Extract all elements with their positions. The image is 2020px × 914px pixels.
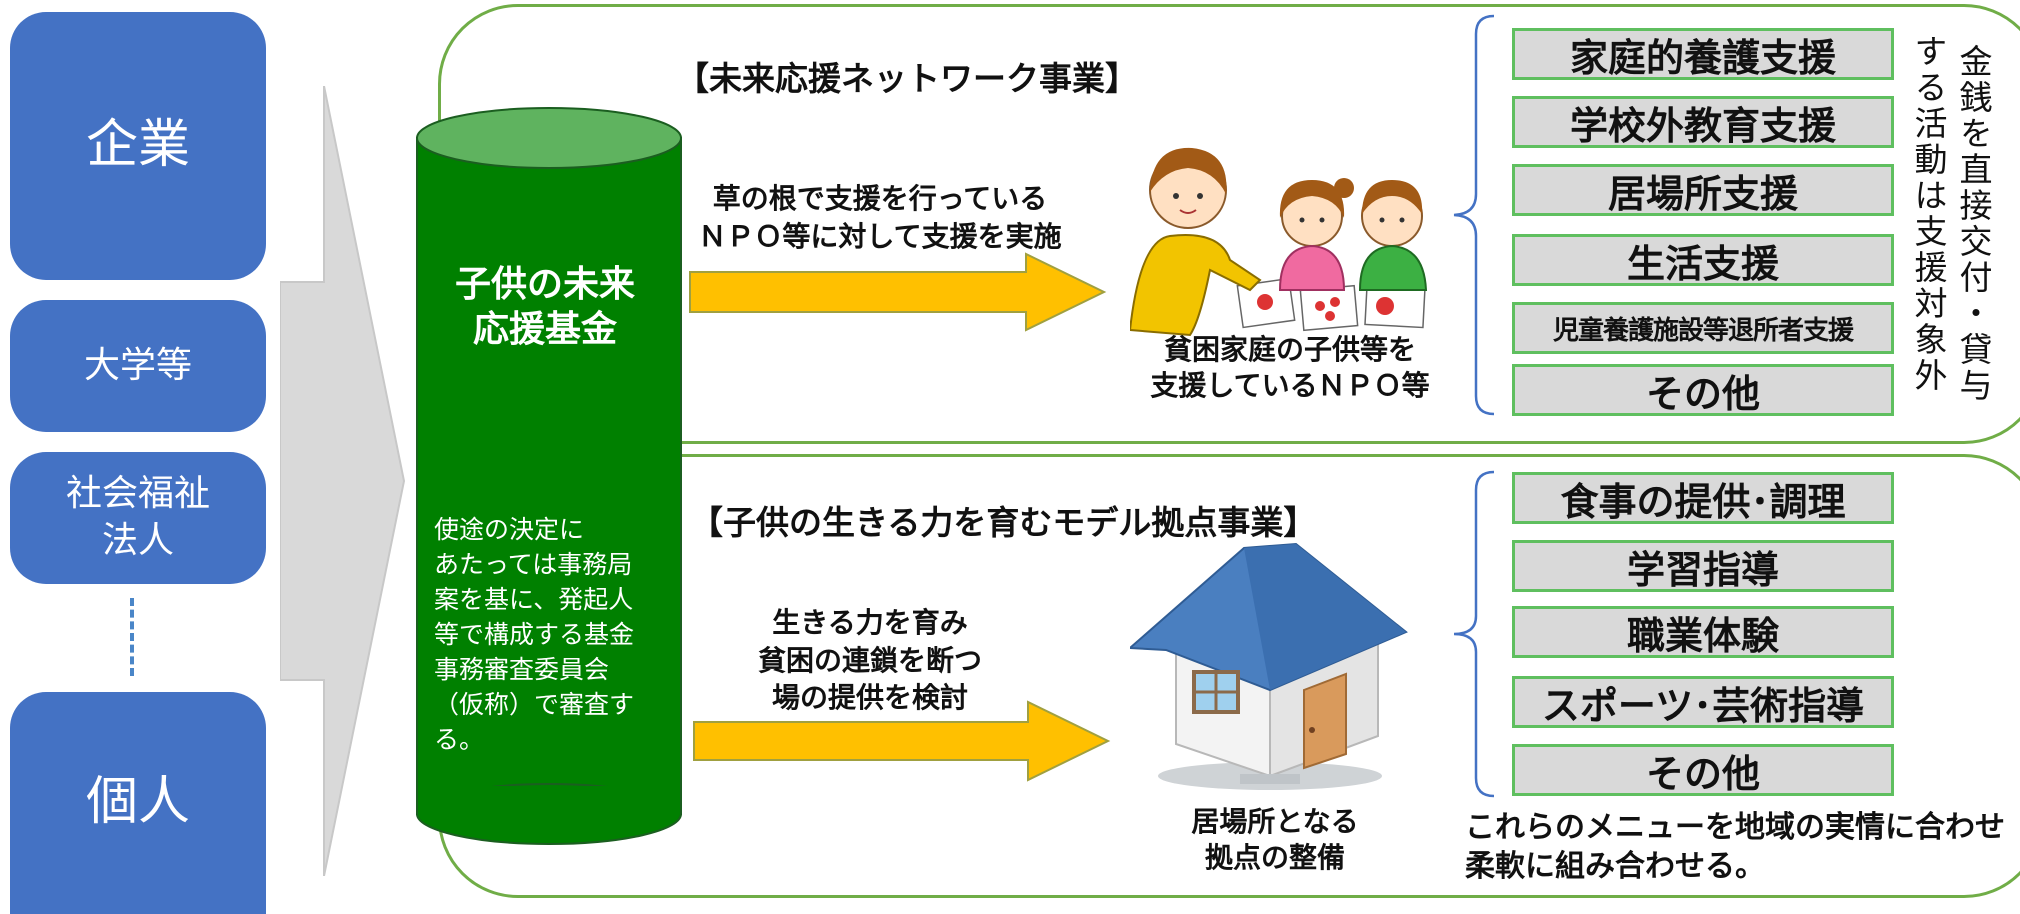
donor-individual: 個人	[10, 692, 266, 914]
fund-title: 子供の未来 応援基金	[454, 264, 635, 350]
model-title: 【子供の生きる力を育むモデル拠点事業】	[690, 503, 1317, 542]
model-caption: 居場所となる 拠点の整備	[1191, 805, 1359, 875]
network-arrow-text: 草の根で支援を行っている ＮＰＯ等に対して支援を実施	[698, 182, 1062, 253]
donor-university: 大学等	[10, 300, 266, 432]
model-menu-item: スポーツ･芸術指導	[1512, 676, 1894, 728]
network-caption: 貧困家庭の子供等を 支援しているＮＰＯ等	[1150, 333, 1430, 403]
donor-company: 企業	[10, 12, 266, 280]
donor-social-welfare: 社会福祉 法人	[10, 452, 266, 584]
model-menu-item: 学習指導	[1512, 540, 1894, 592]
network-menu-item: 生活支援	[1512, 234, 1894, 286]
network-menu-item: 家庭的養護支援	[1512, 28, 1894, 80]
donation-flow-arrow	[280, 86, 406, 876]
side-note-column-2: する活動は支援対象外	[1909, 34, 1948, 394]
model-menu-item: 食事の提供･調理	[1512, 472, 1894, 524]
fund-cylinder	[416, 107, 682, 845]
network-menu-item: その他	[1512, 364, 1894, 416]
model-menu-item: 職業体験	[1512, 606, 1894, 658]
model-yellow-arrow	[693, 700, 1111, 782]
model-menu-brace	[1453, 470, 1495, 798]
fund-note: 使途の決定に あたっては事務局 案を基に、発起人 等で構成する基金 事務審査委員…	[434, 515, 635, 754]
network-yellow-arrow	[689, 252, 1107, 332]
model-menu-item: その他	[1512, 744, 1894, 796]
donor-ellipsis-dash	[130, 598, 134, 676]
model-bottom-note: これらのメニューを地域の実情に合わせ 柔軟に組み合わせる。	[1465, 810, 2005, 884]
network-menu-item: 居場所支援	[1512, 164, 1894, 216]
network-menu-item: 学校外教育支援	[1512, 96, 1894, 148]
model-arrow-text: 生きる力を育み 貧困の連鎖を断つ 場の提供を検討	[757, 606, 982, 715]
house-icon	[1130, 542, 1408, 790]
network-menu-brace	[1453, 14, 1495, 416]
network-menu-item: 児童養護施設等退所者支援	[1512, 302, 1894, 354]
side-note-column-1: 金銭を直接交付・貸与	[1954, 44, 1993, 404]
children-drawing-icon	[1130, 147, 1428, 337]
network-title: 【未来応援ネットワーク事業】	[676, 59, 1138, 98]
